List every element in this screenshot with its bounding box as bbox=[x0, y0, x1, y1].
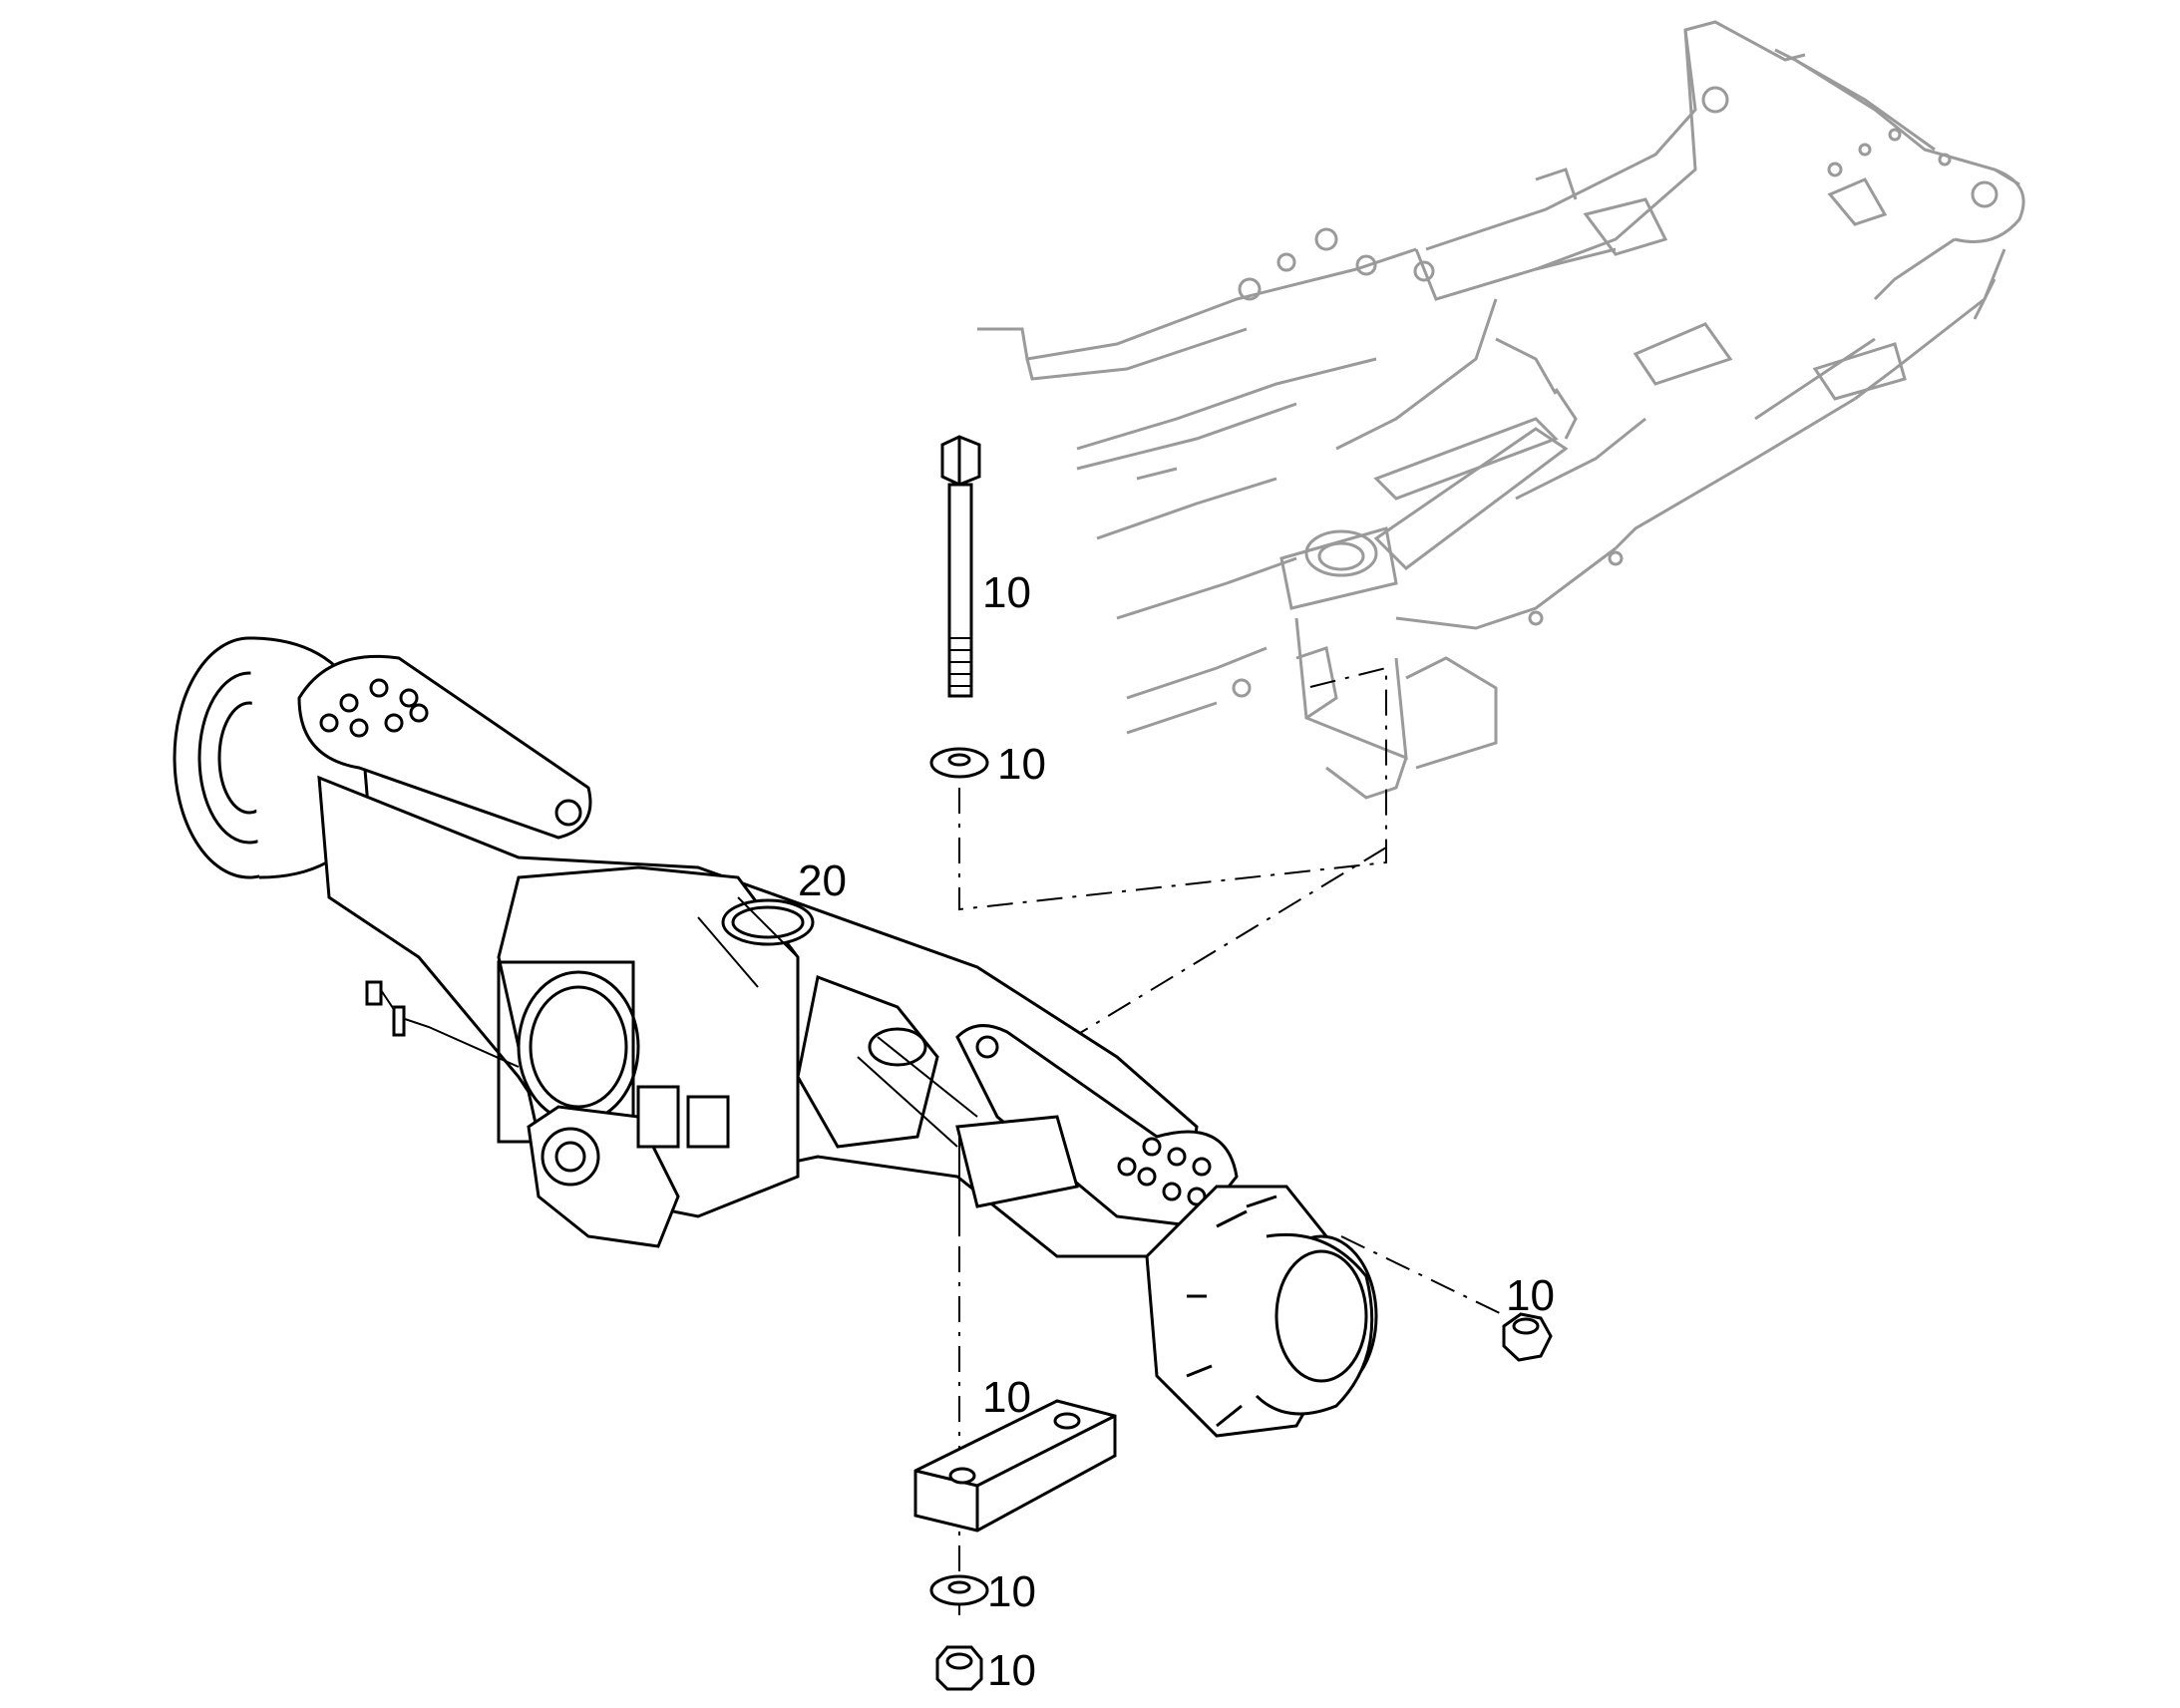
callout-washer-lower: 10 bbox=[987, 1567, 1036, 1616]
callout-nut-lower: 10 bbox=[987, 1646, 1036, 1695]
chassis-frame bbox=[977, 20, 2025, 800]
nut-lower bbox=[935, 1645, 983, 1691]
callout-bolt: 10 bbox=[982, 568, 1031, 617]
mounting-plate bbox=[913, 1399, 1117, 1533]
alignment-lines bbox=[958, 666, 1507, 1615]
washer-upper bbox=[929, 747, 989, 779]
callout-nut-right: 10 bbox=[1506, 1271, 1555, 1320]
callout-washer-upper: 10 bbox=[997, 740, 1046, 789]
nut-right bbox=[1502, 1312, 1553, 1362]
hex-bolt bbox=[940, 435, 981, 698]
axle-assembly bbox=[173, 636, 1378, 1438]
washer-lower bbox=[929, 1574, 989, 1606]
callout-axle: 20 bbox=[798, 856, 847, 905]
callout-plate: 10 bbox=[982, 1373, 1031, 1422]
